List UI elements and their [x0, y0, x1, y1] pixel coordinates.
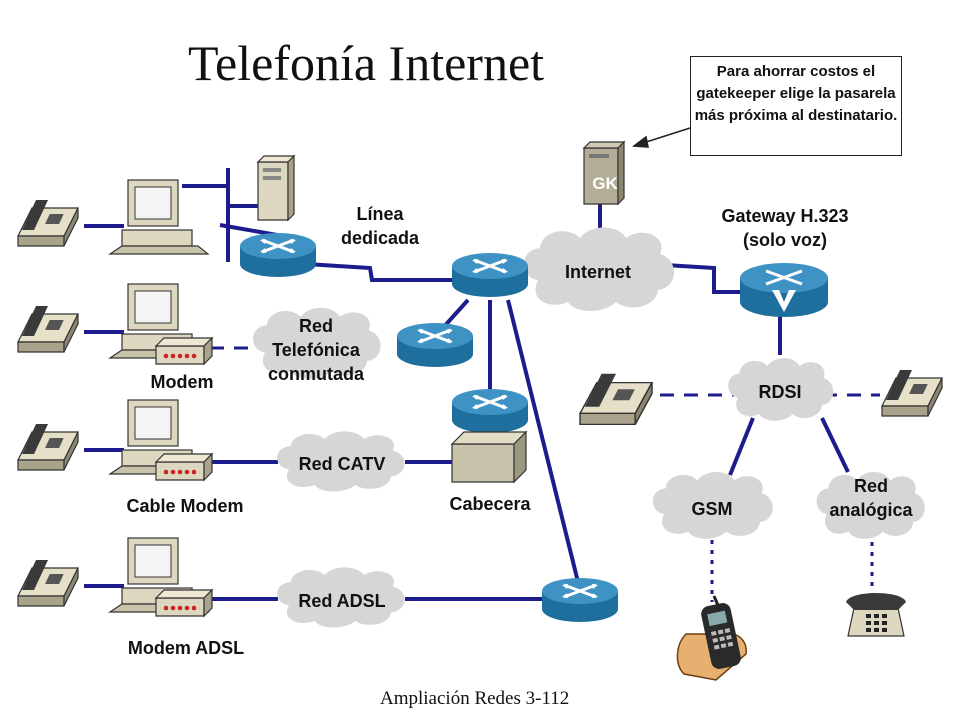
telephone-icon — [579, 373, 653, 426]
link-rdsi-gsm — [728, 417, 755, 476]
red-catv-label: Red CATV — [298, 454, 386, 474]
telephone-icon — [881, 369, 943, 417]
mobile-phone-icon — [676, 595, 747, 681]
voice-gateway-icon — [740, 263, 828, 317]
rdsi-label: RDSI — [758, 382, 802, 402]
internet-label: Internet — [564, 262, 631, 282]
gk-label: GK — [592, 174, 618, 193]
modem-label: Modem — [150, 372, 214, 392]
callout-arrow — [631, 127, 691, 148]
router-icon — [238, 231, 318, 279]
router-icon — [395, 321, 475, 369]
cable-modem-label: Cable Modem — [126, 496, 244, 516]
analog-phone-icon — [846, 593, 906, 637]
gatekeeper-server-icon — [582, 140, 626, 206]
server-icon — [256, 154, 296, 222]
link-router-adsl — [506, 299, 582, 591]
router-icon — [540, 576, 620, 624]
router-icon — [450, 387, 530, 435]
modem-icon — [155, 337, 213, 365]
red-telefonica-label: Red Telefónica conmutada — [267, 316, 364, 384]
link-internet-gateway — [664, 263, 744, 294]
modem-icon — [155, 453, 213, 481]
modem-icon — [155, 589, 213, 617]
telephone-icon — [17, 305, 79, 353]
footer-text: Ampliación Redes 3-112 — [380, 688, 570, 709]
computer-icon — [109, 179, 209, 255]
cabecera-box-icon — [450, 430, 528, 484]
gsm-label: GSM — [691, 499, 733, 519]
network-links — [84, 198, 850, 601]
telephone-icon — [17, 199, 79, 247]
link-rdsi-analog — [820, 417, 850, 473]
cabecera-label: Cabecera — [449, 494, 531, 514]
modem-adsl-label: Modem ADSL — [127, 638, 245, 658]
linea-dedicada-label: Línea dedicada — [340, 204, 420, 248]
red-adsl-label: Red ADSL — [298, 591, 386, 611]
dotted-links — [710, 540, 874, 602]
red-analogica-label: Red analógica — [829, 476, 913, 520]
ethernet-segment — [182, 168, 258, 262]
gatekeeper-callout: Para ahorrar costos el gatekeeper elige … — [690, 56, 902, 156]
gateway-label: Gateway H.323 (solo voz) — [721, 206, 849, 250]
telephone-icon — [17, 423, 79, 471]
page-title: Telefonía Internet — [188, 35, 545, 91]
router-icon — [450, 251, 530, 299]
telephone-icon — [17, 559, 79, 607]
